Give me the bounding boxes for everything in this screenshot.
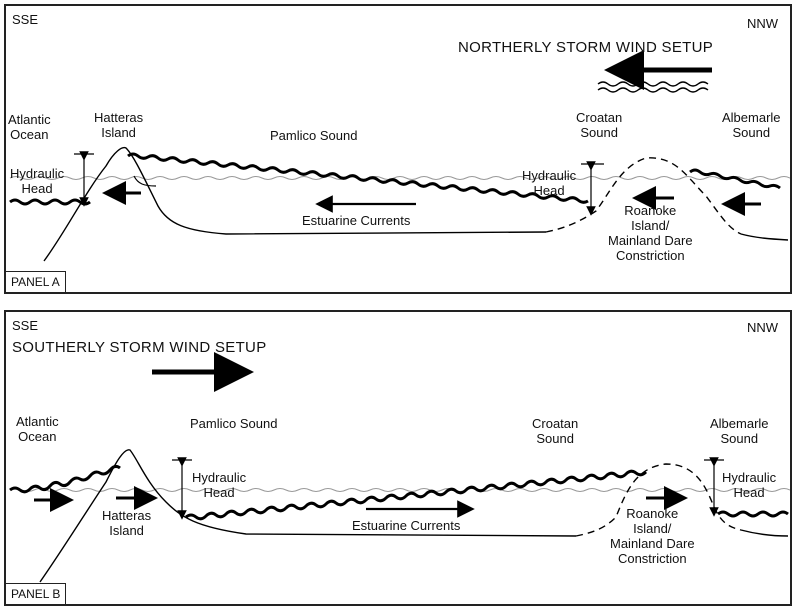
atlantic-label: Atlantic Ocean — [16, 414, 59, 444]
panel-a: SSE NNW NORTHERLY STORM WIND SETUP Atlan… — [4, 4, 792, 294]
pamlico-label: Pamlico Sound — [270, 128, 358, 143]
atlantic-label: Atlantic Ocean — [8, 112, 51, 142]
albemarle-label: Albemarle Sound — [710, 416, 769, 446]
wind-title: NORTHERLY STORM WIND SETUP — [458, 39, 714, 56]
sound-surface — [127, 152, 589, 204]
sound-surface — [185, 469, 648, 521]
albemarle-floor — [740, 529, 789, 537]
panel-a-diagram — [9, 50, 790, 262]
panel-b: SSE NNW SOUTHERLY STORM WIND SETUP Atlan… — [4, 310, 792, 606]
constriction-dashed — [545, 157, 742, 235]
croatan-label: Croatan Sound — [532, 416, 579, 446]
currents-label: Estuarine Currents — [352, 518, 461, 533]
dir-left-label: SSE — [12, 12, 39, 27]
currents-label: Estuarine Currents — [302, 213, 411, 228]
wind-waves — [597, 81, 709, 93]
hydraulic-head-right: Hydraulic Head — [522, 168, 577, 198]
hatteras-label: Hatteras Island — [102, 508, 152, 538]
albemarle-surface — [689, 168, 781, 190]
island-inner — [133, 175, 157, 187]
ocean-surface — [9, 464, 121, 494]
pamlico-label: Pamlico Sound — [190, 416, 278, 431]
hydraulic-head-left: Hydraulic Head — [192, 470, 247, 500]
roanoke-label: Roanoke Island/ Mainland Dare Constricti… — [608, 203, 693, 263]
still-water-line — [9, 176, 790, 180]
seafloor — [43, 146, 547, 262]
panel-b-diagram — [9, 352, 790, 583]
croatan-label: Croatan Sound — [576, 110, 623, 140]
dir-right-label: NNW — [746, 320, 778, 335]
albemarle-label: Albemarle Sound — [722, 110, 781, 140]
dir-right-label: NNW — [746, 16, 778, 31]
hydraulic-head-right: Hydraulic Head — [722, 470, 777, 500]
hydraulic-head-left: Hydraulic Head — [10, 166, 65, 196]
constriction-dashed — [575, 463, 742, 537]
dir-left-label: SSE — [12, 318, 39, 333]
albemarle-surface — [717, 510, 789, 518]
ocean-surface — [9, 198, 91, 206]
still-water-line — [9, 488, 790, 492]
albemarle-floor — [740, 233, 789, 241]
hatteras-label: Hatteras Island — [94, 110, 144, 140]
panel-tag: PANEL A — [6, 271, 66, 292]
seafloor — [39, 449, 577, 583]
panel-tag: PANEL B — [6, 583, 67, 604]
wind-title: SOUTHERLY STORM WIND SETUP — [12, 339, 267, 356]
roanoke-label: Roanoke Island/ Mainland Dare Constricti… — [610, 506, 695, 566]
